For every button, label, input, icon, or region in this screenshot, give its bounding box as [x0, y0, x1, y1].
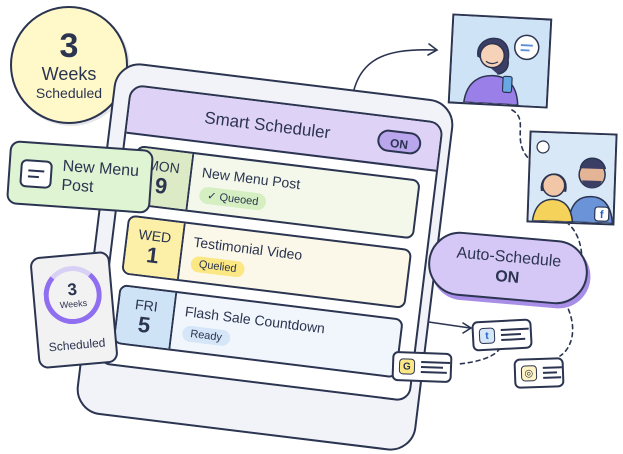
woman-phone-illustration [449, 15, 551, 107]
weeks-progress-card: 3 Weeks Scheduled [29, 250, 119, 370]
customer-photo-couple: f [526, 130, 618, 226]
weeks-label: Weeks [41, 64, 97, 84]
scheduler-title: Smart Scheduler [203, 108, 332, 143]
facebook-icon: f [600, 209, 604, 221]
progress-ring: 3 Weeks [41, 263, 105, 327]
chat-bubble-icon [19, 158, 54, 190]
google-icon: G [398, 358, 415, 375]
google-post-card[interactable]: G [391, 350, 453, 384]
twitter-icon: t [478, 327, 496, 345]
progress-unit: Weeks [59, 297, 88, 310]
instagram-icon: ◎ [520, 365, 537, 382]
customer-photo-woman [447, 13, 553, 109]
scheduler-toggle[interactable]: ON [376, 128, 423, 156]
instagram-post-card[interactable]: ◎ [513, 357, 565, 389]
couple-illustration: f [528, 132, 616, 225]
progress-label: Scheduled [48, 335, 106, 355]
status-badge: ✓ Queoed [198, 185, 268, 211]
scheduled-label: Scheduled [35, 85, 103, 101]
post-date-number: 9 [153, 172, 169, 199]
weeks-scheduled-badge: 3 Weeks Scheduled [10, 6, 128, 124]
post-date: FRI 5 [114, 286, 178, 349]
status-badge: Ready [181, 325, 231, 347]
status-badge: Quelied [189, 255, 246, 279]
weeks-count: 3 [59, 27, 79, 65]
post-date-number: 1 [145, 242, 161, 269]
auto-schedule-state: ON [494, 267, 520, 287]
progress-number: 3 [66, 279, 78, 299]
new-menu-post-note: New Menu Post [5, 140, 155, 214]
twitter-post-card[interactable]: t [471, 318, 533, 352]
post-date: WED 1 [123, 216, 186, 280]
post-date-number: 5 [136, 311, 152, 338]
